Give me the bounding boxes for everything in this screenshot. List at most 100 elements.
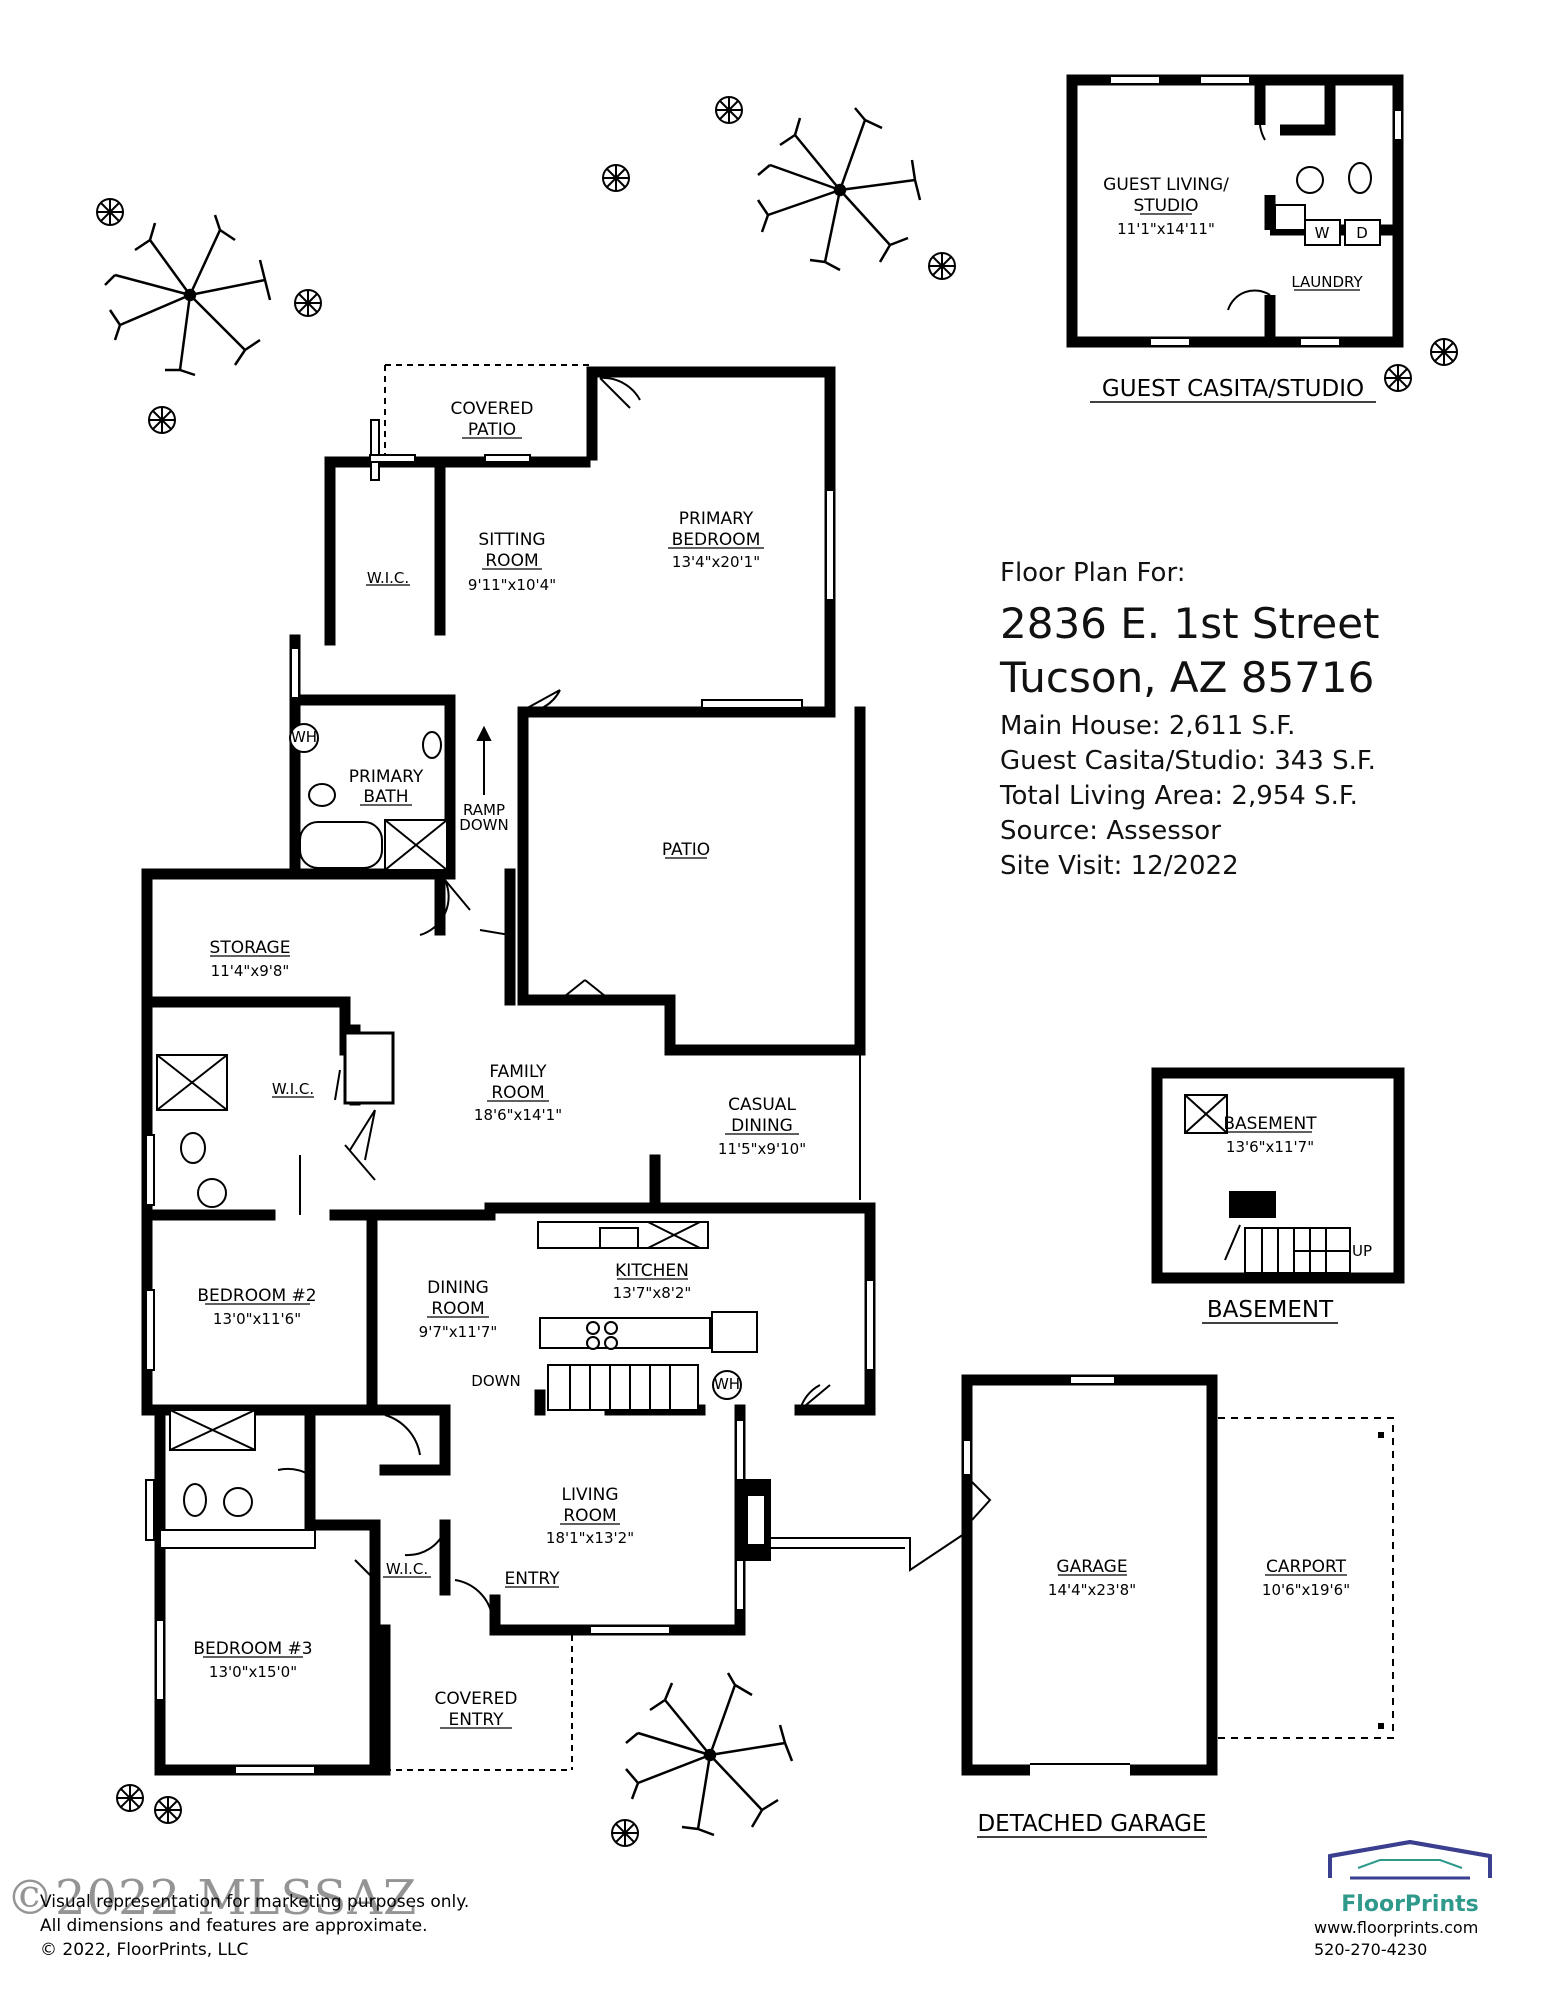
street-address: 2836 E. 1st Street [1000, 599, 1380, 648]
family-room-label-2: ROOM [491, 1083, 544, 1103]
basement-dim: 13'6"x11'7" [1226, 1138, 1314, 1156]
living-room-label-2: ROOM [563, 1506, 616, 1526]
primary-bedroom-label-2: BEDROOM [672, 530, 761, 550]
closet-rod [159, 1529, 316, 1549]
floorprints-brand: FloorPrints www.floorprints.com 520-270-… [1310, 1838, 1510, 1961]
shrub-icon [928, 252, 956, 280]
sitting-room-label-1: SITTING [478, 530, 545, 550]
casual-dining-dim: 11'5"x9'10" [718, 1140, 806, 1158]
tree-icon [104, 214, 272, 377]
basement-walls [1151, 1067, 1405, 1284]
disclaimer-line-3: © 2022, FloorPrints, LLC [40, 1940, 249, 1960]
wic-primary-label: W.I.C. [367, 569, 409, 587]
covered-patio-label-1: COVERED [451, 399, 534, 419]
wic-bed2-label: W.I.C. [272, 1080, 314, 1098]
carport-label: CARPORT [1266, 1557, 1347, 1577]
carport-dim: 10'6"x19'6" [1262, 1581, 1350, 1599]
breezeway [770, 1529, 971, 1572]
covered-entry-label-2: ENTRY [449, 1710, 505, 1730]
guest-living-dim: 11'1"x14'11" [1117, 220, 1215, 238]
down-label: DOWN [471, 1372, 520, 1390]
data-source: Source: Assessor [1000, 816, 1221, 846]
shrubs [96, 96, 1458, 1847]
shrub-icon [148, 406, 176, 434]
up-label: UP [1352, 1242, 1372, 1260]
carport-outline [1218, 1417, 1394, 1739]
guest-living-label-2: STUDIO [1133, 196, 1198, 216]
windows [145, 419, 875, 1775]
covered-entry-outline [385, 1635, 573, 1771]
floor-plan-lead: Floor Plan For: [1000, 558, 1186, 588]
garage-caption: DETACHED GARAGE [977, 1811, 1206, 1837]
total-living-area: Total Living Area: 2,954 S.F. [1000, 781, 1358, 811]
laundry-label: LAUNDRY [1291, 273, 1363, 291]
wic-bed3-label: W.I.C. [386, 1560, 428, 1578]
bedroom2-label: BEDROOM #2 [197, 1286, 316, 1306]
shrub-icon [294, 289, 322, 317]
basement-details [1184, 1094, 1351, 1274]
room-labels: COVERED PATIO SITTING ROOM 9'11"x10'4" P… [193, 175, 1372, 1730]
ramp-label-2: DOWN [459, 816, 508, 834]
sitting-room-dim: 9'11"x10'4" [468, 576, 556, 594]
dining-room-label-1: DINING [427, 1278, 489, 1298]
storage-label: STORAGE [210, 938, 291, 958]
ramp-label-1: RAMP [463, 801, 505, 819]
ramp-arrow [476, 725, 492, 795]
wh-kitchen-label: WH [714, 1375, 740, 1393]
brand-url: www.floorprints.com [1314, 1918, 1479, 1937]
stair-down [547, 1364, 699, 1411]
living-room-dim: 18'1"x13'2" [546, 1529, 634, 1547]
bedroom2-dim: 13'0"x11'6" [213, 1310, 301, 1328]
garage-label: GARAGE [1056, 1557, 1127, 1577]
garage-details [962, 1375, 1130, 1765]
casita-walls [1066, 74, 1404, 348]
bedroom3-label: BEDROOM #3 [193, 1639, 312, 1659]
covered-patio-label-2: PATIO [468, 420, 516, 440]
disclaimer: Visual representation for marketing purp… [40, 1890, 469, 1962]
garage-dim: 14'4"x23'8" [1048, 1581, 1136, 1599]
shrub-icon [602, 164, 630, 192]
label-underlines [203, 213, 1360, 1729]
city-state-zip: Tucson, AZ 85716 [1000, 653, 1375, 702]
basement-room-label: BASEMENT [1223, 1114, 1317, 1134]
brand-name: FloorPrints [1341, 1892, 1479, 1917]
floorprints-logo-icon [1328, 1839, 1492, 1880]
primary-bedroom-dim: 13'4"x20'1" [672, 553, 760, 571]
entry-label: ENTRY [505, 1569, 561, 1589]
washer-label: W [1315, 224, 1330, 242]
shrub-icon [611, 1819, 639, 1847]
site-visit: Site Visit: 12/2022 [1000, 851, 1239, 881]
doors [277, 376, 831, 1616]
tub [299, 821, 383, 869]
family-room-label-1: FAMILY [489, 1062, 547, 1082]
covered-patio-outline [384, 364, 590, 455]
trees [104, 107, 922, 1837]
living-room-label-1: LIVING [561, 1485, 618, 1505]
main-house-sf: Main House: 2,611 S.F. [1000, 711, 1296, 741]
kitchen-counter-lower [539, 1317, 711, 1349]
tree-icon [756, 107, 922, 272]
guest-living-label-1: GUEST LIVING/ [1103, 175, 1229, 195]
casita-caption: GUEST CASITA/STUDIO [1102, 376, 1364, 402]
patio-label: PATIO [662, 840, 710, 860]
casita-details [1109, 75, 1403, 347]
storage-dim: 11'4"x9'8" [211, 962, 290, 980]
wh-primary-label: WH [291, 728, 317, 746]
bedroom3-dim: 13'0"x15'0" [209, 1663, 297, 1681]
disclaimer-line-2: All dimensions and features are approxim… [40, 1916, 428, 1936]
water-heater-kitchen [712, 1370, 742, 1400]
kitchen-dim: 13'7"x8'2" [613, 1284, 692, 1302]
casual-dining-label-1: CASUAL [728, 1095, 796, 1115]
fixtures [156, 723, 771, 1561]
shrub-icon [154, 1796, 182, 1824]
primary-bath-label-1: PRIMARY [349, 767, 424, 787]
property-info: Floor Plan For: 2836 E. 1st Street Tucso… [1000, 556, 1520, 884]
primary-bedroom-label-1: PRIMARY [679, 509, 754, 529]
primary-bath-label-2: BATH [363, 787, 408, 807]
shrub-icon [116, 1784, 144, 1812]
tree-icon [625, 1672, 794, 1837]
dryer-label: D [1356, 224, 1368, 242]
shrub-icon [1384, 364, 1412, 392]
disclaimer-line-1: Visual representation for marketing purp… [40, 1892, 470, 1912]
